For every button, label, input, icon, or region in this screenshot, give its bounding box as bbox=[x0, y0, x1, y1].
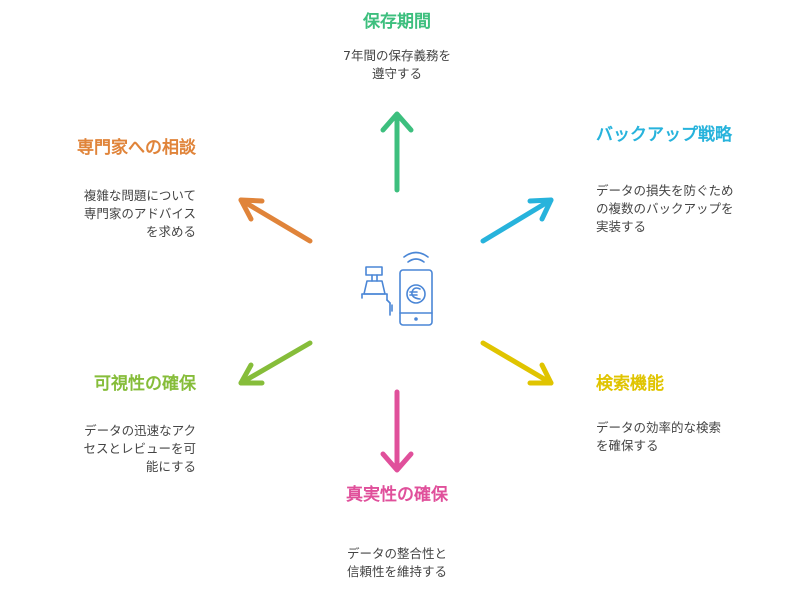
title-expert: 専門家への相談 bbox=[77, 137, 196, 159]
desc-line: 複雑な問題について bbox=[83, 188, 196, 203]
desc-line: データの損失を防ぐため bbox=[596, 183, 734, 198]
desc-line: データの整合性と bbox=[346, 546, 447, 561]
backup-title-text: バックアップ戦略 bbox=[596, 125, 732, 145]
expert-title-text: 専門家への相談 bbox=[77, 138, 196, 158]
arrow-authenticity bbox=[380, 389, 414, 473]
desc-line: 能にする bbox=[145, 459, 196, 474]
desc-line: セスとレビューを可 bbox=[83, 441, 196, 456]
desc-expert: 複雑な問題について 専門家のアドバイス を求める bbox=[84, 187, 196, 241]
desc-visibility: データの迅速なアク セスとレビューを可 能にする bbox=[83, 422, 196, 476]
desc-line: 実装する bbox=[596, 219, 647, 234]
visibility-title-text: 可視性の確保 bbox=[94, 374, 196, 394]
desc-line: 信頼性を維持する bbox=[346, 564, 447, 579]
desc-line: を確保する bbox=[596, 438, 659, 453]
title-authenticity: 真実性の確保 bbox=[0, 484, 794, 506]
desc-line: データの迅速なアク bbox=[84, 423, 196, 438]
desc-authenticity: データの整合性と 信頼性を維持する bbox=[0, 545, 794, 581]
arrow-expert bbox=[238, 197, 313, 244]
title-backup: バックアップ戦略 bbox=[596, 124, 732, 146]
arrow-retention bbox=[380, 111, 414, 193]
desc-line: の複数のバックアップを bbox=[596, 201, 734, 216]
arrow-backup bbox=[480, 197, 554, 244]
cash-register-and-euro-phone-icon bbox=[361, 251, 433, 326]
desc-line: 遵守する bbox=[371, 66, 422, 81]
desc-search: データの効率的な検索 を確保する bbox=[596, 419, 721, 455]
desc-line: データの効率的な検索 bbox=[596, 420, 722, 435]
arrow-search bbox=[480, 340, 554, 386]
desc-line: 専門家のアドバイス bbox=[83, 206, 196, 221]
desc-retention: 7年間の保存義務を 遵守する bbox=[0, 47, 794, 83]
desc-line: 7年間の保存義務を bbox=[343, 48, 451, 63]
title-visibility: 可視性の確保 bbox=[94, 373, 196, 395]
arrow-visibility bbox=[238, 340, 313, 386]
desc-line: を求める bbox=[145, 224, 196, 239]
retention-title-text: 保存期間 bbox=[363, 12, 431, 32]
search-title-text: 検索機能 bbox=[596, 374, 664, 394]
desc-backup: データの損失を防ぐため の複数のバックアップを 実装する bbox=[596, 182, 734, 236]
title-retention: 保存期間 bbox=[0, 11, 794, 33]
authenticity-title-text: 真実性の確保 bbox=[346, 485, 448, 505]
title-search: 検索機能 bbox=[596, 373, 664, 395]
